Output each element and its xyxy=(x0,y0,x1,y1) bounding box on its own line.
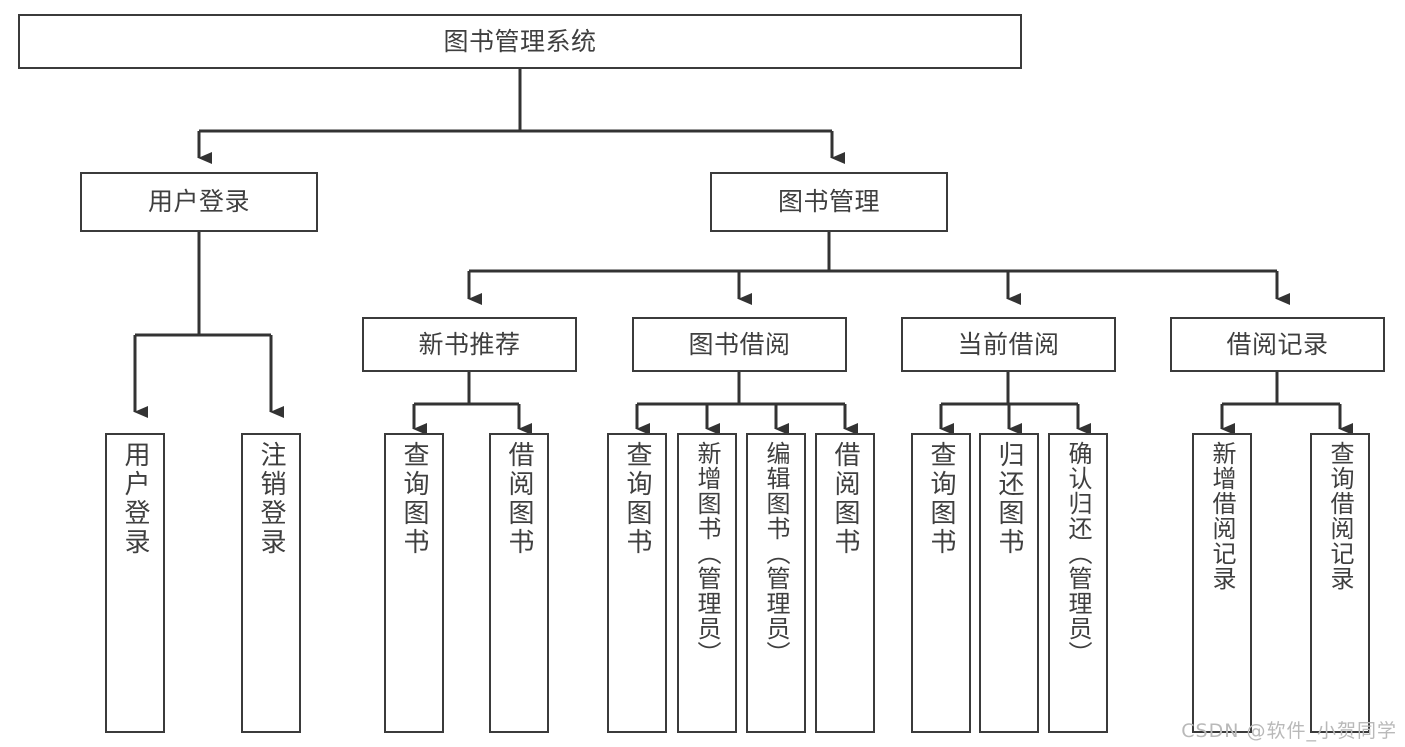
node-user-login[interactable]: 用户登录 xyxy=(80,172,318,232)
node-book-borrow[interactable]: 图书借阅 xyxy=(632,317,847,372)
node-leaf-add-borrow-record[interactable]: 新增借阅记录 xyxy=(1192,433,1252,733)
node-book-manage[interactable]: 图书管理 xyxy=(710,172,948,232)
node-label: 新增借阅记录 xyxy=(1208,441,1236,591)
node-label: 借阅记录 xyxy=(1226,329,1329,359)
node-label: 图书管理 xyxy=(777,187,880,216)
node-label: 用户登录 xyxy=(147,187,250,216)
node-leaf-query-book-2[interactable]: 查询图书 xyxy=(607,433,667,733)
node-leaf-return-book[interactable]: 归还图书 xyxy=(979,433,1039,733)
node-label: 图书管理系统 xyxy=(443,26,597,56)
node-leaf-query-book-3[interactable]: 查询图书 xyxy=(911,433,971,733)
node-label: 确认归还（管理员） xyxy=(1064,441,1092,666)
node-new-book-recommend[interactable]: 新书推荐 xyxy=(362,317,577,372)
node-leaf-query-borrow-record[interactable]: 查询借阅记录 xyxy=(1310,433,1370,733)
node-leaf-add-book-admin[interactable]: 新增图书（管理员） xyxy=(677,433,737,733)
node-label: 查询图书 xyxy=(399,441,429,557)
node-label: 借阅图书 xyxy=(504,441,534,557)
node-leaf-borrow-book-1[interactable]: 借阅图书 xyxy=(489,433,549,733)
node-label: 查询借阅记录 xyxy=(1326,441,1354,591)
node-label: 新书推荐 xyxy=(418,329,521,359)
node-leaf-edit-book-admin[interactable]: 编辑图书（管理员） xyxy=(746,433,806,733)
node-leaf-logout-login[interactable]: 注销登录 xyxy=(241,433,301,733)
node-label: 用户登录 xyxy=(120,441,150,557)
node-label: 查询图书 xyxy=(926,441,956,557)
node-label: 新增图书（管理员） xyxy=(693,441,721,666)
node-label: 归还图书 xyxy=(994,441,1024,557)
node-label: 借阅图书 xyxy=(830,441,860,557)
node-root-system[interactable]: 图书管理系统 xyxy=(18,14,1022,69)
node-leaf-query-book-1[interactable]: 查询图书 xyxy=(384,433,444,733)
node-borrow-record[interactable]: 借阅记录 xyxy=(1170,317,1385,372)
node-leaf-confirm-return-admin[interactable]: 确认归还（管理员） xyxy=(1048,433,1108,733)
node-leaf-borrow-book-2[interactable]: 借阅图书 xyxy=(815,433,875,733)
watermark-text: CSDN @软件_小贺同学 xyxy=(1181,720,1397,742)
node-leaf-user-login[interactable]: 用户登录 xyxy=(105,433,165,733)
node-label: 当前借阅 xyxy=(957,329,1060,359)
node-label: 注销登录 xyxy=(256,441,286,557)
node-label: 查询图书 xyxy=(622,441,652,557)
node-current-borrow[interactable]: 当前借阅 xyxy=(901,317,1116,372)
node-label: 编辑图书（管理员） xyxy=(762,441,790,666)
node-label: 图书借阅 xyxy=(688,329,791,359)
